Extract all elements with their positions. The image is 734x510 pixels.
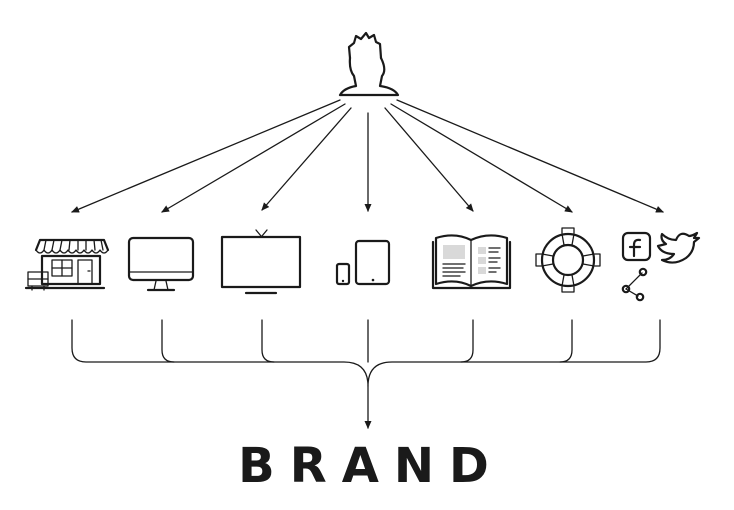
brand-label: BRAND: [238, 438, 504, 494]
open-magazine-icon: [431, 234, 512, 290]
arrow-to-tv: [261, 107, 352, 211]
lifebuoy-icon: [535, 227, 601, 293]
phone-tablet-icon: [335, 239, 391, 286]
converging-braces: [71, 319, 661, 429]
arrow-to-social: [396, 99, 664, 213]
television-icon: [220, 229, 302, 295]
storefront-icon: [24, 238, 110, 291]
arrow-to-print: [384, 107, 474, 212]
twitter-bird-icon: [656, 231, 701, 264]
arrow-to-support: [390, 103, 573, 213]
desktop-monitor-icon: [127, 236, 195, 292]
user-to-touchpoint-arrows: [71, 99, 664, 213]
share-icon: [621, 267, 648, 302]
social-media-icons: [621, 231, 701, 302]
arrow-to-store: [71, 99, 341, 213]
brace-middle: [161, 319, 573, 363]
person-silhouette-icon: [338, 31, 400, 97]
facebook-icon: [621, 231, 652, 262]
arrow-to-desktop: [161, 103, 346, 213]
brace-inner: [261, 319, 474, 363]
